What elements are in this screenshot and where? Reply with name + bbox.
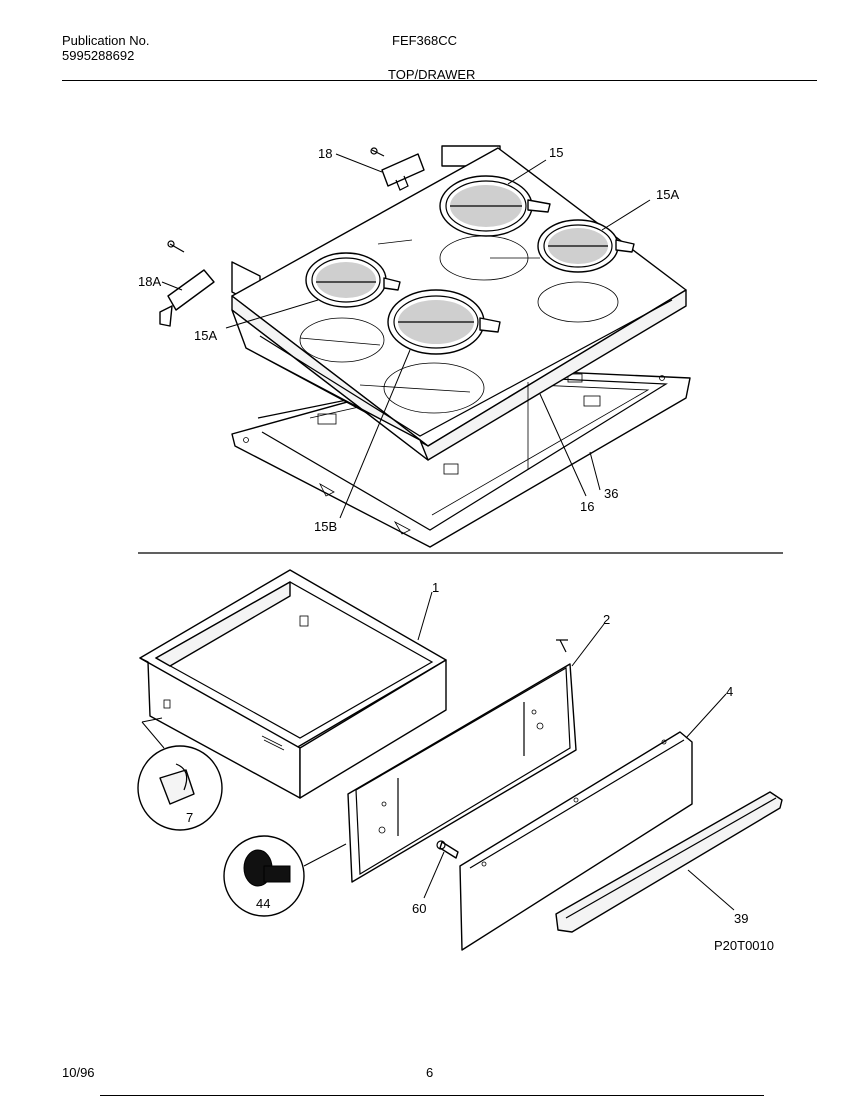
detail-circle-7 xyxy=(137,717,223,831)
model-number: FEF368CC xyxy=(392,33,458,48)
callout-1: 1 xyxy=(432,580,439,595)
callout-15a-right: 15A xyxy=(656,187,679,202)
callout-18a: 18A xyxy=(138,274,161,289)
drawer-panel-2 xyxy=(347,639,577,883)
drawer-front-4 xyxy=(459,731,693,951)
callout-15: 15 xyxy=(549,145,563,160)
footer-date: 10/96 xyxy=(62,1065,95,1080)
publication-label: Publication No. xyxy=(62,33,150,48)
callout-16: 16 xyxy=(580,499,594,514)
callout-15a-left: 15A xyxy=(194,328,217,343)
screw-60 xyxy=(436,840,459,859)
callout-4: 4 xyxy=(726,684,733,699)
callout-7: 7 xyxy=(186,810,193,825)
callout-2: 2 xyxy=(603,612,610,627)
footer-rule xyxy=(100,1095,764,1096)
detail-circle-44 xyxy=(223,835,347,917)
header-rule xyxy=(62,80,817,81)
burner-element-15a-left xyxy=(305,252,401,308)
hinge-bracket-18 xyxy=(370,147,425,191)
callout-39: 39 xyxy=(734,911,748,926)
publication-number: 5995288692 xyxy=(62,48,135,63)
footer-page-number: 6 xyxy=(426,1065,434,1080)
hinge-bracket-18a xyxy=(159,240,215,327)
callout-18: 18 xyxy=(318,146,332,161)
callout-44: 44 xyxy=(256,896,270,911)
burner-element-15b xyxy=(387,289,501,355)
drawer-body xyxy=(139,569,447,799)
burner-element-15a-right xyxy=(537,219,635,273)
drawer-handle-39 xyxy=(555,791,783,933)
leader-lines xyxy=(161,153,735,911)
callout-15b: 15B xyxy=(314,519,337,534)
burner-element-15 xyxy=(439,175,551,237)
diagram-code: P20T0010 xyxy=(714,938,774,953)
callout-60: 60 xyxy=(412,901,426,916)
section-title: TOP/DRAWER xyxy=(388,67,476,82)
callout-36: 36 xyxy=(604,486,618,501)
